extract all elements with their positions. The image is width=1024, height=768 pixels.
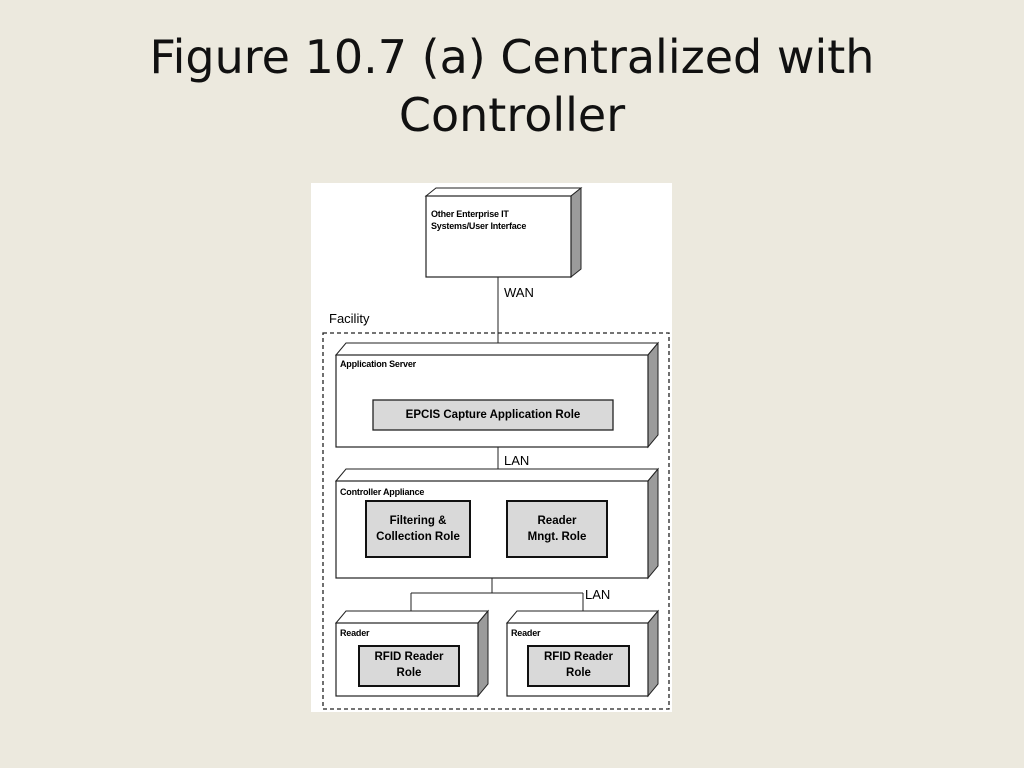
reader-mgmt-role-label-line-2: Mngt. Role (527, 531, 587, 543)
controller-appliance-box (334, 467, 660, 580)
filtering-role-label: Filtering & Collection Role (366, 513, 470, 545)
reader-mgmt-role-label-line-1: Reader (537, 515, 577, 527)
reader-left-role-box (358, 645, 460, 687)
enterprise-box-label-line-2: Systems/User Interface (431, 221, 527, 231)
reader-left-box (334, 609, 490, 698)
enterprise-box-label-line-1: Other Enterprise IT (431, 209, 509, 219)
reader-mgmt-role-box (506, 500, 608, 558)
reader-right-box (505, 609, 660, 698)
facility-label: Facility (329, 311, 370, 326)
controller-appliance-label: Controller Appliance (340, 487, 425, 497)
reader-right-role-label-line-1: RFID Reader (543, 651, 614, 663)
reader-left-role-label: RFID Reader Role (359, 649, 459, 681)
architecture-diagram: Other Enterprise IT Systems/User Interfa… (311, 183, 672, 712)
reader-mgmt-role-label: Reader Mngt. Role (507, 513, 607, 545)
reader-right-role-label: RFID Reader Role (528, 649, 629, 681)
enterprise-box-label: Other Enterprise IT Systems/User Interfa… (431, 208, 526, 232)
reader-right-role-box (527, 645, 630, 687)
lan-label-1: LAN (504, 453, 530, 468)
filtering-role-label-line-1: Filtering & (389, 515, 447, 527)
reader-left-role-label-line-2: Role (396, 667, 422, 679)
application-server-label: Application Server (340, 359, 416, 369)
filtering-role-box (365, 500, 471, 558)
reader-left-role-label-line-1: RFID Reader (374, 651, 444, 663)
slide-title: Figure 10.7 (a) Centralized with Control… (0, 28, 1024, 144)
reader-left-label: Reader (340, 628, 370, 638)
diagram-graphics (322, 186, 670, 710)
filtering-role-label-line-2: Collection Role (376, 531, 460, 543)
epcis-role-label: EPCIS Capture Application Role (405, 409, 581, 421)
reader-right-label: Reader (511, 628, 541, 638)
epcis-role-box (372, 399, 614, 431)
enterprise-box (424, 186, 583, 279)
slide-title-line-1: Figure 10.7 (a) Centralized with (149, 30, 875, 84)
slide-title-line-2: Controller (398, 88, 626, 142)
reader-right-role-label-line-2: Role (566, 667, 591, 679)
application-server-box (334, 341, 660, 449)
facility-boundary (322, 332, 670, 710)
wan-label: WAN (504, 285, 534, 300)
lan-label-2: LAN (585, 587, 611, 602)
